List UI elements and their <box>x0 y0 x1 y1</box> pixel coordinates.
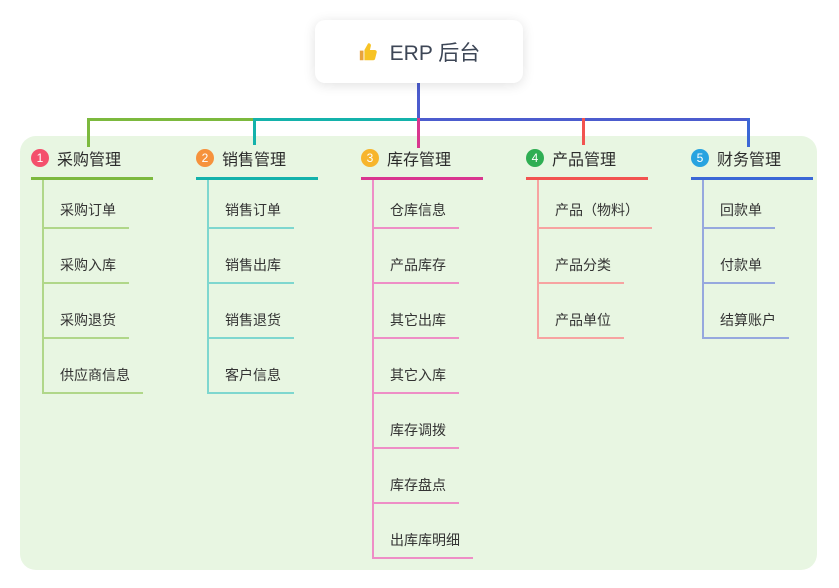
node-label[interactable]: 销售退货 <box>209 313 294 339</box>
branch-item-list: 回款单 付款单 结算账户 <box>702 180 839 339</box>
branch-product: 4 产品管理 产品（物料） 产品分类 产品单位 <box>526 146 676 339</box>
mindmap-panel <box>20 136 817 570</box>
branch-item-list: 采购订单 采购入库 采购退货 供应商信息 <box>42 180 181 394</box>
list-item: 产品库存 <box>374 229 511 284</box>
node-label[interactable]: 采购退货 <box>44 313 129 339</box>
list-item: 客户信息 <box>209 339 346 394</box>
list-item: 库存盘点 <box>374 449 511 504</box>
list-item: 产品分类 <box>539 229 676 284</box>
branch-item-list: 仓库信息 产品库存 其它出库 其它入库 库存调拨 库存盘点 出库库明细 <box>372 180 511 559</box>
node-label[interactable]: 销售订单 <box>209 203 294 229</box>
branch-number-badge: 3 <box>361 149 379 167</box>
list-item: 销售出库 <box>209 229 346 284</box>
node-label[interactable]: 其它出库 <box>374 313 459 339</box>
branch-item-list: 销售订单 销售出库 销售退货 客户信息 <box>207 180 346 394</box>
branch-title[interactable]: 1 采购管理 <box>31 146 153 180</box>
list-item: 产品单位 <box>539 284 676 339</box>
node-label[interactable]: 回款单 <box>704 203 775 229</box>
drop-line-branch5 <box>747 118 750 147</box>
root-node[interactable]: ERP 后台 <box>315 20 523 83</box>
node-label[interactable]: 供应商信息 <box>44 368 143 394</box>
list-item: 供应商信息 <box>44 339 181 394</box>
node-label[interactable]: 采购入库 <box>44 258 129 284</box>
node-label[interactable]: 产品单位 <box>539 313 624 339</box>
branch-inventory: 3 库存管理 仓库信息 产品库存 其它出库 其它入库 库存调拨 库存盘点 出库库… <box>361 146 511 559</box>
list-item: 结算账户 <box>704 284 839 339</box>
branch-label: 库存管理 <box>387 152 452 169</box>
branch-title[interactable]: 3 库存管理 <box>361 146 483 180</box>
branch-number-badge: 4 <box>526 149 544 167</box>
list-item: 采购订单 <box>44 180 181 229</box>
node-label[interactable]: 产品分类 <box>539 258 624 284</box>
drop-line-branch4 <box>582 118 585 145</box>
branch-number-badge: 5 <box>691 149 709 167</box>
branch-label: 销售管理 <box>222 152 287 169</box>
list-item: 产品（物料） <box>539 180 676 229</box>
branch-number-badge: 2 <box>196 149 214 167</box>
branch-label: 财务管理 <box>717 152 782 169</box>
list-item: 库存调拨 <box>374 394 511 449</box>
drop-line-branch3 <box>417 118 420 148</box>
trunk-line-branch2 <box>253 118 419 121</box>
node-label[interactable]: 付款单 <box>704 258 775 284</box>
branch-title[interactable]: 5 财务管理 <box>691 146 813 180</box>
list-item: 采购入库 <box>44 229 181 284</box>
branch-item-list: 产品（物料） 产品分类 产品单位 <box>537 180 676 339</box>
node-label[interactable]: 出库库明细 <box>374 533 473 559</box>
root-stem-line <box>417 83 420 121</box>
node-label[interactable]: 仓库信息 <box>374 203 459 229</box>
branch-title[interactable]: 2 销售管理 <box>196 146 318 180</box>
list-item: 其它出库 <box>374 284 511 339</box>
branch-number-badge: 1 <box>31 149 49 167</box>
branch-finance: 5 财务管理 回款单 付款单 结算账户 <box>691 146 839 339</box>
branch-label: 采购管理 <box>57 152 122 169</box>
list-item: 出库库明细 <box>374 504 511 559</box>
node-label[interactable]: 其它入库 <box>374 368 459 394</box>
branch-purchase: 1 采购管理 采购订单 采购入库 采购退货 供应商信息 <box>31 146 181 394</box>
node-label[interactable]: 库存盘点 <box>374 478 459 504</box>
drop-line-branch1 <box>87 118 90 147</box>
list-item: 采购退货 <box>44 284 181 339</box>
node-label[interactable]: 库存调拨 <box>374 423 459 449</box>
node-label[interactable]: 采购订单 <box>44 203 129 229</box>
list-item: 回款单 <box>704 180 839 229</box>
node-label[interactable]: 产品（物料） <box>539 203 652 229</box>
list-item: 销售退货 <box>209 284 346 339</box>
branch-sales: 2 销售管理 销售订单 销售出库 销售退货 客户信息 <box>196 146 346 394</box>
list-item: 仓库信息 <box>374 180 511 229</box>
list-item: 付款单 <box>704 229 839 284</box>
node-label[interactable]: 客户信息 <box>209 368 294 394</box>
list-item: 销售订单 <box>209 180 346 229</box>
branch-label: 产品管理 <box>552 152 617 169</box>
node-label[interactable]: 结算账户 <box>704 313 789 339</box>
trunk-line-branch1 <box>87 118 255 121</box>
drop-line-branch2 <box>253 118 256 145</box>
thumbs-up-icon <box>358 41 380 63</box>
list-item: 其它入库 <box>374 339 511 394</box>
branch-title[interactable]: 4 产品管理 <box>526 146 648 180</box>
root-label: ERP 后台 <box>389 41 481 65</box>
node-label[interactable]: 销售出库 <box>209 258 294 284</box>
node-label[interactable]: 产品库存 <box>374 258 459 284</box>
